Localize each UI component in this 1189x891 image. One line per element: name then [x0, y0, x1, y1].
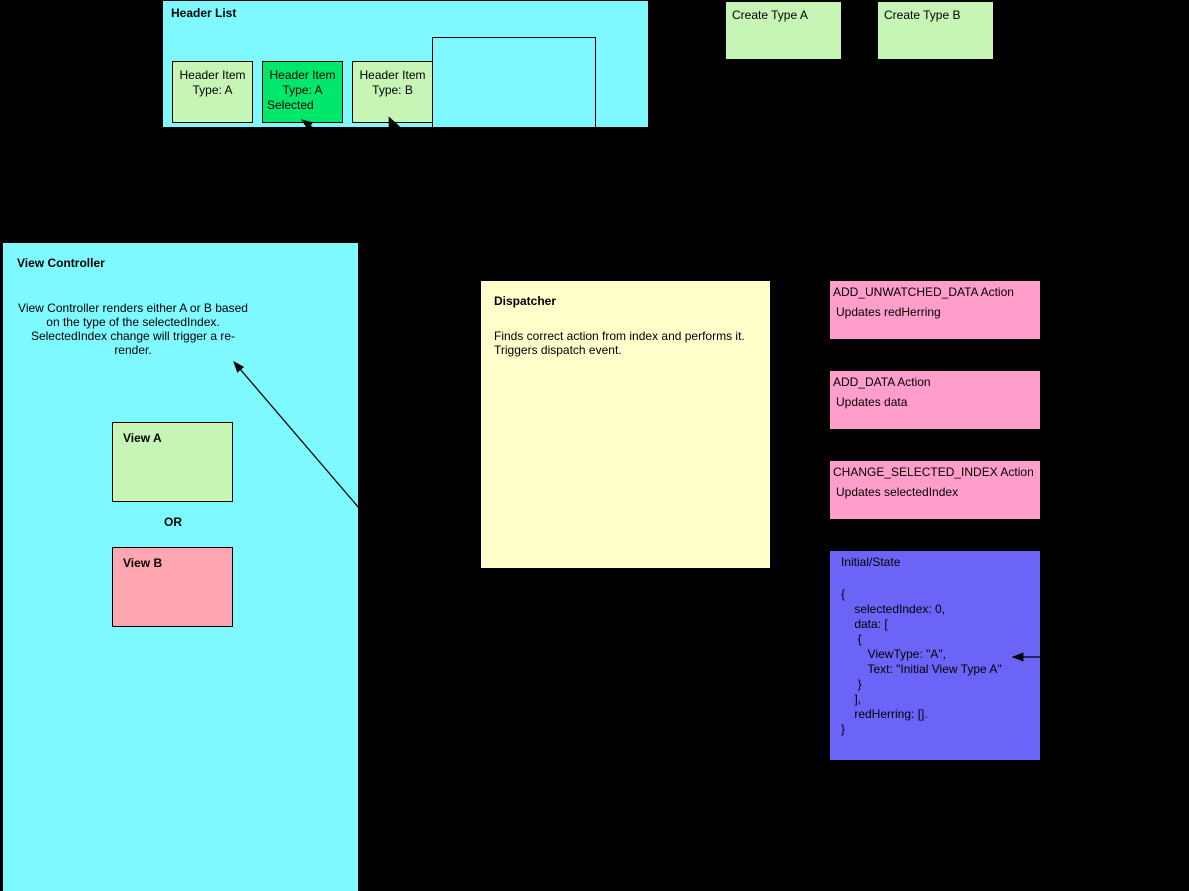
header-item-2[interactable]: Header Item Type: B [352, 61, 433, 123]
dispatcher-description: Finds correct action from index and perf… [494, 329, 745, 357]
view-a-label: View A [123, 431, 162, 445]
header-item-0[interactable]: Header Item Type: A [172, 61, 253, 123]
view-controller-title: View Controller [17, 256, 105, 270]
header-item-1-selected[interactable]: Header Item Type: A Selected [262, 61, 343, 123]
action-add-unwatched-data: ADD_UNWATCHED_DATA Action Updates redHer… [830, 281, 1040, 339]
create-type-b-label: Create Type B [884, 8, 961, 22]
initial-state-code: { selectedIndex: 0, data: [ { ViewType: … [841, 587, 1002, 736]
or-label: OR [164, 515, 182, 529]
header-item-0-line1: Header Item [179, 68, 246, 82]
view-b-box[interactable]: View B [112, 547, 233, 627]
header-item-1-line1: Header Item [269, 68, 336, 82]
view-b-label: View B [123, 556, 163, 570]
view-a-box[interactable]: View A [112, 422, 233, 502]
create-type-a-label: Create Type A [732, 8, 808, 22]
header-list-title: Header List [171, 6, 237, 20]
initial-state-box: Initial/State { selectedIndex: 0, data: … [830, 551, 1040, 760]
dispatcher-title: Dispatcher [494, 294, 557, 308]
action-change-selected-index: CHANGE_SELECTED_INDEX Action Updates sel… [830, 461, 1040, 519]
action-add-data: ADD_DATA Action Updates data [830, 371, 1040, 429]
create-type-b-button[interactable]: Create Type B [877, 1, 994, 60]
header-item-2-line2: Type: B [372, 83, 413, 97]
header-list-panel: Header List Header Item Type: A Header I… [161, 0, 650, 134]
action-0-description: Updates redHerring [836, 305, 941, 319]
action-1-title: ADD_DATA Action [833, 375, 931, 389]
action-2-title: CHANGE_SELECTED_INDEX Action [833, 465, 1034, 479]
header-item-2-line1: Header Item [359, 68, 426, 82]
header-item-1-selected-label: Selected [267, 98, 314, 112]
header-item-1-line2: Type: A [282, 83, 323, 97]
header-item-0-line2: Type: A [192, 83, 233, 97]
action-0-title: ADD_UNWATCHED_DATA Action [833, 285, 1014, 299]
initial-state-title: Initial/State [841, 555, 901, 569]
view-controller-description: View Controller renders either A or B ba… [18, 301, 248, 357]
action-2-description: Updates selectedIndex [836, 485, 959, 499]
create-type-a-button[interactable]: Create Type A [725, 1, 842, 60]
dispatcher-box: Dispatcher Finds correct action from ind… [481, 281, 770, 568]
view-controller-panel: View Controller View Controller renders … [1, 241, 360, 891]
header-connector-line [432, 37, 596, 134]
action-1-description: Updates data [836, 395, 908, 409]
